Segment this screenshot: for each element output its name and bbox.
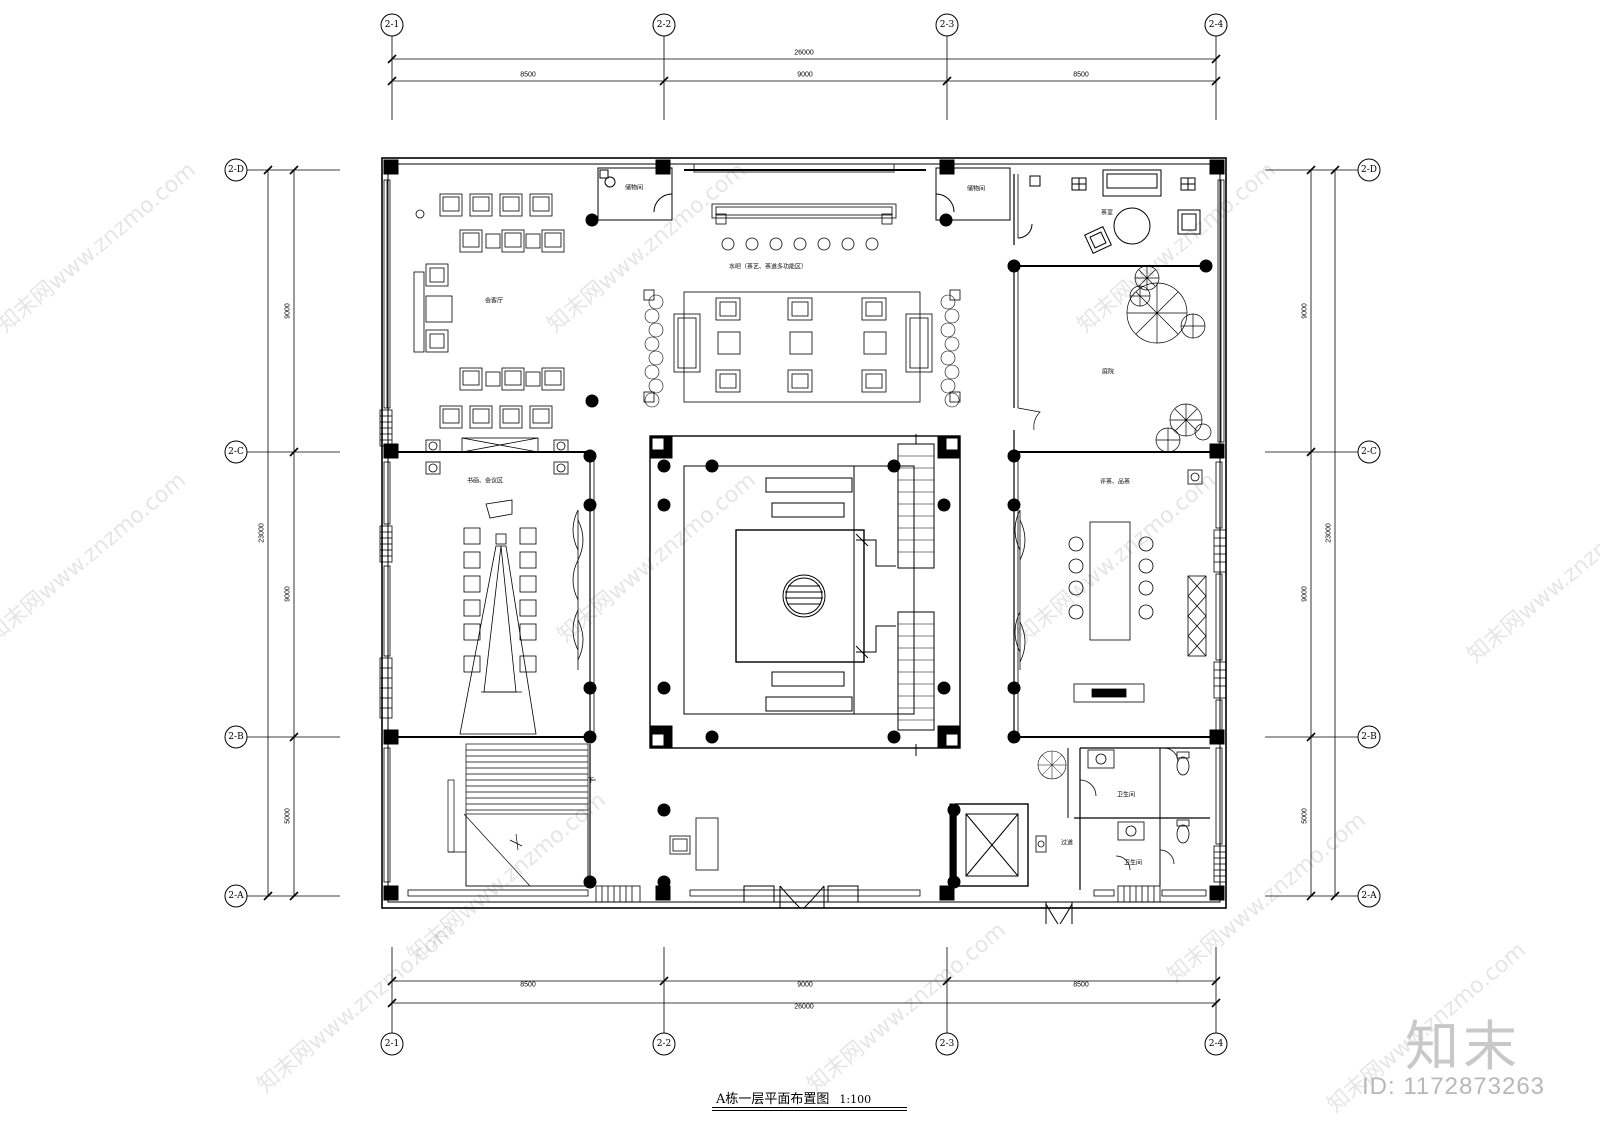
dim-top-span-1: 8500: [520, 71, 536, 79]
room-label-reception: 会客厅: [484, 297, 504, 305]
dim-bottom-span-1: 8500: [520, 981, 536, 989]
dim-left-span-2: 9000: [284, 586, 292, 602]
dim-right-span-2: 9000: [1301, 586, 1309, 602]
grid-label-2-C-right: 2-C: [1361, 447, 1377, 457]
round-columns: [583, 213, 1213, 889]
dim-left-span-1: 9000: [284, 303, 292, 319]
grid-label-2-B-right: 2-B: [1361, 732, 1377, 742]
toilets: [1035, 747, 1190, 871]
room-label-storage-right: 储物间: [966, 185, 986, 193]
stair-direction-label: 下: [587, 777, 595, 785]
dim-right-total: 23000: [1325, 523, 1333, 543]
conference-table: [459, 499, 584, 735]
watermark-id: ID: 1172873263: [1362, 1073, 1546, 1100]
grid-label-2-D-right: 2-D: [1361, 165, 1377, 175]
reception-furniture: [413, 193, 569, 475]
elevator: [949, 803, 1029, 887]
room-label-toilet-1: 卫生间: [1116, 791, 1136, 799]
dim-bottom-span-3: 8500: [1073, 981, 1089, 989]
grid-label-2-C-left: 2-C: [228, 447, 244, 457]
room-label-storage-left: 储物间: [624, 184, 644, 192]
grid-label-2-1-top: 2-1: [384, 20, 400, 30]
room-label-courtyard: 庭院: [1101, 368, 1115, 376]
grid-label-2-A-right: 2-A: [1361, 891, 1377, 901]
dim-left-span-3: 5000: [284, 808, 292, 824]
dim-right-span-3: 5000: [1301, 808, 1309, 824]
storage-rooms: [597, 167, 1033, 239]
grid-label-2-D-left: 2-D: [228, 165, 244, 175]
atrium: [649, 434, 961, 756]
dimension-lines: [263, 54, 1340, 1008]
dim-top-total: 26000: [794, 49, 814, 57]
dim-left-total: 23000: [258, 523, 266, 543]
grid-label-2-3-bottom: 2-3: [939, 1039, 955, 1049]
tea-bar: [643, 169, 961, 408]
room-label-tea-tasting: 评茶、品茶: [1099, 478, 1131, 486]
dim-bottom-span-2: 9000: [797, 981, 813, 989]
grid-label-2-3-top: 2-3: [939, 20, 955, 30]
staircase: [447, 743, 596, 887]
grid-label-2-1-bottom: 2-1: [384, 1039, 400, 1049]
room-label-corridor: 过道: [1060, 839, 1074, 847]
grid-label-2-B-left: 2-B: [228, 732, 244, 742]
drawing-title: A栋一层平面布置图 1:100: [716, 1088, 871, 1107]
tea-room-furniture: [1029, 169, 1201, 254]
dim-right-span-1: 9000: [1301, 303, 1309, 319]
grid-label-2-4-bottom: 2-4: [1208, 1039, 1224, 1049]
drawing-title-text: A栋一层平面布置图: [716, 1092, 830, 1107]
room-label-bar: 水吧（茶艺、茶道多功能区）: [728, 263, 808, 271]
exterior-walls: [381, 157, 1227, 909]
watermark-logo: 知末: [1405, 1015, 1521, 1078]
grid-label-2-A-left: 2-A: [228, 891, 244, 901]
tea-tasting-furniture: [1014, 469, 1207, 703]
dim-top-span-2: 9000: [797, 71, 813, 79]
drawing-scale: 1:100: [839, 1093, 872, 1106]
lobby-furniture: [669, 817, 719, 871]
room-label-tea-room: 茶室: [1100, 209, 1114, 217]
courtyard-plants: [1017, 265, 1212, 453]
main-entrance: [743, 885, 1073, 925]
dim-bottom-total: 26000: [794, 1003, 814, 1011]
room-label-toilet-2: 卫生间: [1123, 859, 1143, 867]
grid-lines: [247, 36, 1358, 1033]
title-underline: [712, 1107, 907, 1111]
windows: [379, 163, 1227, 903]
grid-label-2-2-top: 2-2: [656, 20, 672, 30]
grid-label-2-2-bottom: 2-2: [656, 1039, 672, 1049]
grid-label-2-4-top: 2-4: [1208, 20, 1224, 30]
dim-top-span-3: 8500: [1073, 71, 1089, 79]
room-label-calligraphy: 书画、会议区: [466, 477, 504, 485]
